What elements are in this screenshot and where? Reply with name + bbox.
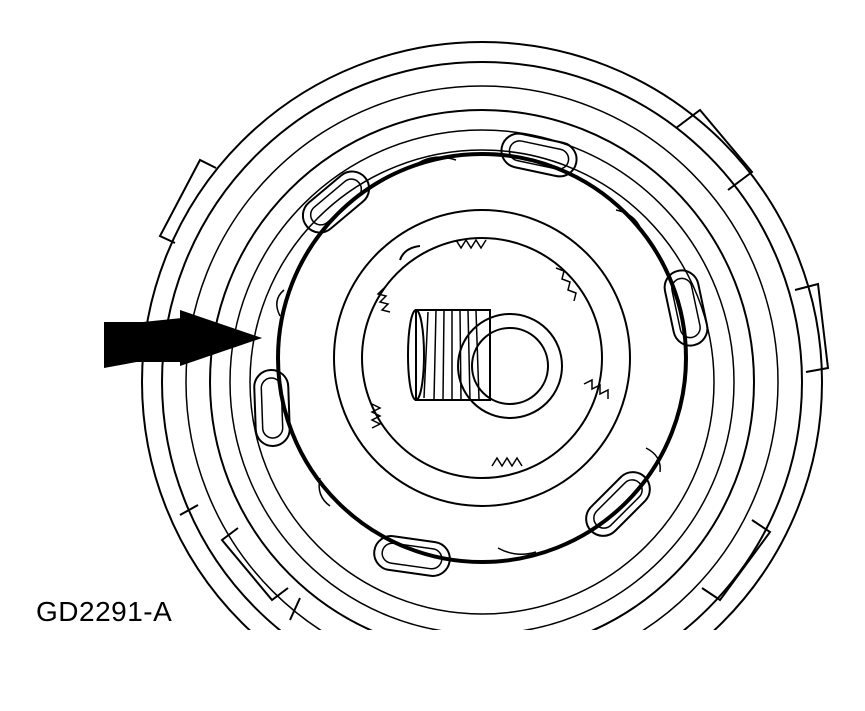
housing-tabs: [158, 108, 830, 621]
highlighted-piston-ring: [276, 152, 688, 564]
figure-id-label: GD2291-A: [36, 596, 173, 627]
splined-hub: [361, 237, 609, 479]
oil-slots: [252, 129, 712, 580]
splined-shaft: [407, 309, 563, 419]
outer-housing: [141, 41, 823, 630]
pointer-arrow: [104, 310, 262, 368]
